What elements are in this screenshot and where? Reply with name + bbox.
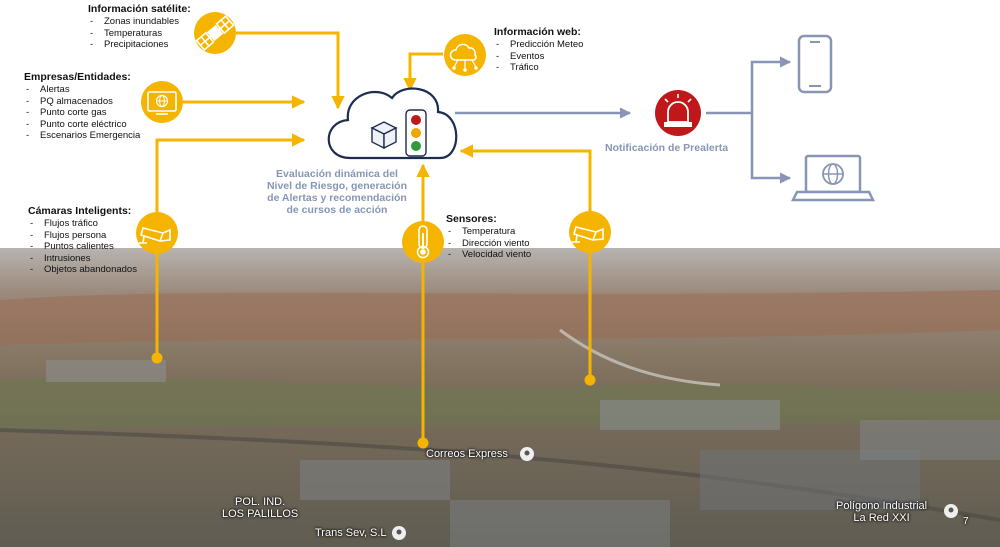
list-item: Eventos bbox=[494, 51, 583, 63]
map-label-poligono-palillos: POL. IND. LOS PALILLOS bbox=[222, 496, 299, 520]
map-label-poligono-red: Polígono Industrial La Red XXI bbox=[836, 500, 928, 524]
thermometer-icon bbox=[402, 221, 444, 263]
map-label-trans: Trans Sev, S.L bbox=[315, 527, 387, 539]
list-item: Temperaturas bbox=[88, 28, 191, 40]
list-item: Temperatura bbox=[446, 226, 531, 238]
list-item: Dirección viento bbox=[446, 238, 531, 250]
notification-label: Notificación de Prealerta bbox=[605, 142, 729, 154]
list-item: Intrusiones bbox=[28, 253, 137, 265]
smartphone-icon bbox=[797, 34, 833, 94]
map-label-correos: Correos Express bbox=[426, 448, 508, 460]
camera-location-dot bbox=[151, 352, 163, 364]
list-item: Zonas inundables bbox=[88, 16, 191, 28]
map-pin-icon bbox=[392, 526, 406, 540]
camaras-title: Cámaras Inteligents: bbox=[28, 205, 132, 217]
map-pin-icon bbox=[944, 504, 958, 518]
satellite-icon bbox=[194, 12, 236, 54]
web-monitor-icon bbox=[141, 81, 183, 123]
satelite-title: Información satélite: bbox=[88, 3, 191, 15]
sensor-location-dot bbox=[417, 437, 429, 449]
satelite-info: Información satélite: Zonas inundables T… bbox=[88, 3, 191, 51]
list-item: Objetos abandonados bbox=[28, 264, 137, 276]
list-item: PQ almacenados bbox=[24, 96, 140, 108]
cloud-traffic-light-icon bbox=[327, 87, 458, 160]
list-item: Tráfico bbox=[494, 62, 583, 74]
input-connectors bbox=[155, 31, 592, 444]
cloud-network-icon bbox=[444, 34, 486, 76]
list-item: Escenarios Emergencia bbox=[24, 130, 140, 142]
list-item: Punto corte gas bbox=[24, 107, 140, 119]
list-item: Alertas bbox=[24, 84, 140, 96]
output-connectors bbox=[455, 56, 792, 184]
alarm-siren-icon bbox=[655, 90, 701, 136]
empresas-info: Empresas/Entidades: Alertas PQ almacenad… bbox=[24, 71, 140, 142]
sensores-title: Sensores: bbox=[446, 213, 497, 225]
map-corner-number: 7 bbox=[963, 516, 969, 527]
list-item: Punto corte eléctrico bbox=[24, 119, 140, 131]
aerial-map bbox=[0, 248, 1000, 547]
list-item: Flujos persona bbox=[28, 230, 137, 242]
camaras-connector bbox=[155, 133, 306, 213]
security-camera-icon bbox=[136, 212, 178, 254]
satelite-connector bbox=[236, 31, 345, 110]
sensor-camera-connector bbox=[459, 144, 592, 380]
camera2-location-dot bbox=[584, 374, 596, 386]
list-item: Flujos tráfico bbox=[28, 218, 137, 230]
web-connector bbox=[403, 52, 443, 92]
sensores-info: Sensores: Temperatura Dirección viento V… bbox=[446, 213, 531, 261]
web-title: Información web: bbox=[494, 26, 581, 38]
camaras-info: Cámaras Inteligents: Flujos tráfico Fluj… bbox=[28, 205, 137, 276]
package-icon bbox=[370, 121, 398, 150]
map-pin-icon bbox=[520, 447, 534, 461]
empresas-title: Empresas/Entidades: bbox=[24, 71, 131, 83]
list-item: Predicción Meteo bbox=[494, 39, 583, 51]
list-item: Puntos calientes bbox=[28, 241, 137, 253]
security-camera-icon bbox=[569, 211, 611, 253]
list-item: Velocidad viento bbox=[446, 249, 531, 261]
evaluation-label: Evaluación dinámica del Nivel de Riesgo,… bbox=[266, 168, 408, 216]
list-item: Precipitaciones bbox=[88, 39, 191, 51]
web-info: Información web: Predicción Meteo Evento… bbox=[494, 26, 583, 74]
laptop-icon bbox=[790, 154, 876, 202]
